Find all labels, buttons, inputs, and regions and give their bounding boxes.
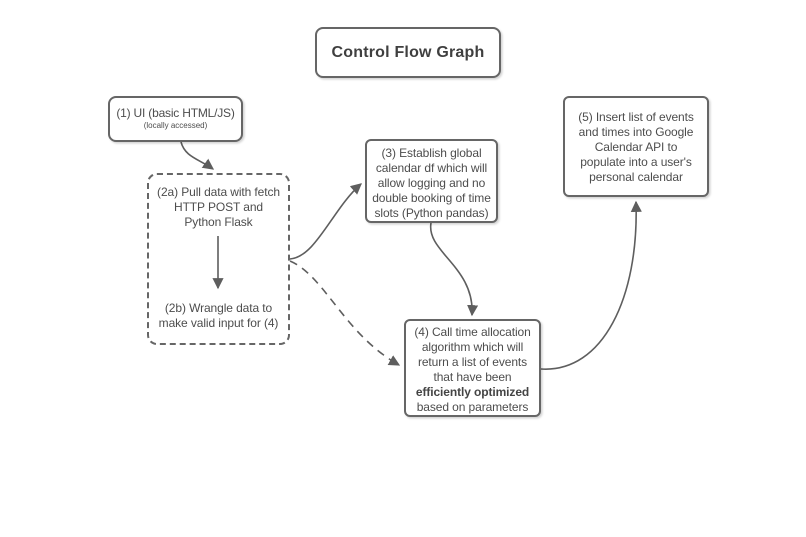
node-4-label-after: based on parameters (416, 400, 529, 414)
edge-group2-to-node4-dashed (289, 260, 401, 366)
edge-node1-to-group2 (180, 141, 215, 170)
node-1-label: (1) UI (basic HTML/JS) (116, 106, 235, 120)
node-1-subtext: (locally accessed) (143, 121, 208, 130)
diagram-title: Control Flow Graph (315, 27, 501, 78)
node-2a-label: (2a) Pull data with fetch HTTP POST and … (157, 185, 280, 229)
group-2-dashed-container: (2a) Pull data with fetch HTTP POST and … (147, 173, 290, 345)
edge-group2-to-node3 (289, 183, 362, 260)
node-5-label: (5) Insert list of events and times into… (578, 110, 694, 184)
node-4-time-allocation: (4) Call time allocation algorithm which… (404, 319, 541, 417)
edge-node3-to-node4 (430, 222, 479, 317)
node-2b-label: (2b) Wrangle data to make valid input fo… (158, 301, 279, 330)
node-3-calendar-df: (3) Establish global calendar df which w… (365, 139, 498, 223)
node-4-label-before: (4) Call time allocation algorithm which… (414, 325, 531, 384)
node-1-ui: (1) UI (basic HTML/JS) (locally accessed… (108, 96, 243, 142)
node-4-label-bold: efficiently optimized (415, 385, 530, 399)
node-3-label: (3) Establish global calendar df which w… (372, 146, 491, 220)
edge-node4-to-node5 (540, 200, 642, 370)
diagram-title-label: Control Flow Graph (331, 43, 485, 61)
node-5-google-calendar: (5) Insert list of events and times into… (563, 96, 709, 197)
